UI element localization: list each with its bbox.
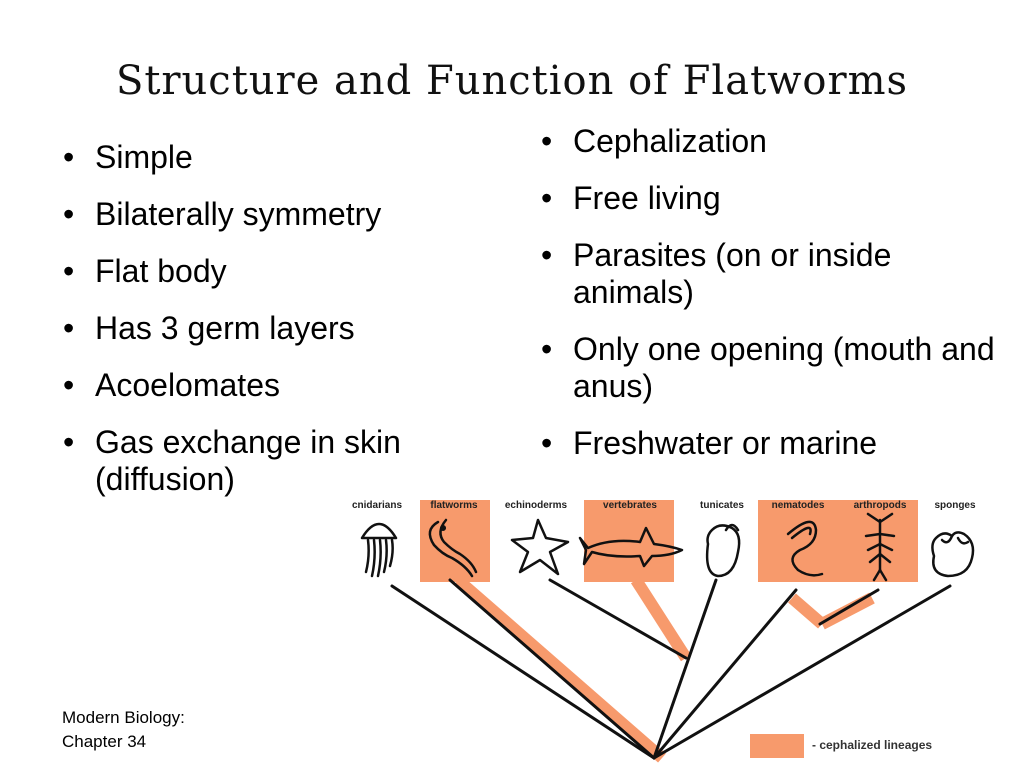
list-item: Parasites (on or inside animals) — [535, 237, 995, 311]
tree-branch — [652, 578, 718, 760]
shark-icon — [578, 526, 684, 568]
slide-footer: Modern Biology: Chapter 34 — [62, 706, 185, 754]
footer-line: Modern Biology: — [62, 708, 185, 727]
tree-branch — [390, 584, 656, 760]
phylogenetic-tree: cnidarians flatworms echinoderms vertebrate… — [352, 500, 976, 763]
taxon-label-tunicates: tunicates — [700, 500, 744, 511]
list-item: Flat body — [57, 253, 497, 290]
list-item: Acoelomates — [57, 367, 497, 404]
taxon-label-echinoderms: echinoderms — [505, 500, 568, 511]
cephalized-branch — [630, 576, 692, 662]
taxon-label-arthropods: arthropods — [854, 500, 907, 511]
sea-star-icon — [510, 518, 570, 576]
legend-label: - cephalized lineages — [812, 738, 932, 752]
tree-branch — [448, 578, 656, 760]
list-item: Only one opening (mouth and anus) — [535, 331, 995, 405]
left-bullet-list: Simple Bilaterally symmetry Flat body Ha… — [57, 139, 497, 518]
jellyfish-icon — [360, 522, 398, 578]
tunicate-icon — [705, 523, 741, 578]
right-bullet-list: Cephalization Free living Parasites (on … — [535, 123, 995, 482]
taxon-label-sponges: sponges — [934, 500, 976, 511]
nematode-icon — [786, 520, 824, 577]
cephalized-branch — [454, 575, 666, 763]
taxon-label-flatworms: flatworms — [430, 500, 478, 511]
cephalized-highlight-box — [758, 500, 918, 582]
slide-title: Structure and Function of Flatworms — [115, 58, 909, 104]
legend-swatch — [750, 734, 804, 758]
list-item: Bilaterally symmetry — [57, 196, 497, 233]
tree-branch — [548, 578, 688, 660]
taxon-label-cnidarians: cnidarians — [352, 500, 402, 511]
list-item: Has 3 germ layers — [57, 310, 497, 347]
taxon-label-vertebrates: vertebrates — [603, 500, 657, 511]
flatworm-icon — [428, 518, 478, 578]
tree-branch — [818, 588, 880, 626]
list-item: Freshwater or marine — [535, 425, 995, 462]
list-item: Gas exchange in skin (diffusion) — [57, 424, 497, 498]
list-item: Simple — [57, 139, 497, 176]
cephalized-branch — [788, 593, 826, 629]
sponge-icon — [931, 531, 975, 578]
tree-branch — [652, 588, 798, 760]
footer-line: Chapter 34 — [62, 732, 147, 751]
taxon-label-nematodes: nematodes — [772, 500, 825, 511]
list-item: Free living — [535, 180, 995, 217]
arthropod-icon — [864, 512, 896, 582]
list-item: Cephalization — [535, 123, 995, 160]
tree-branch — [652, 584, 952, 760]
